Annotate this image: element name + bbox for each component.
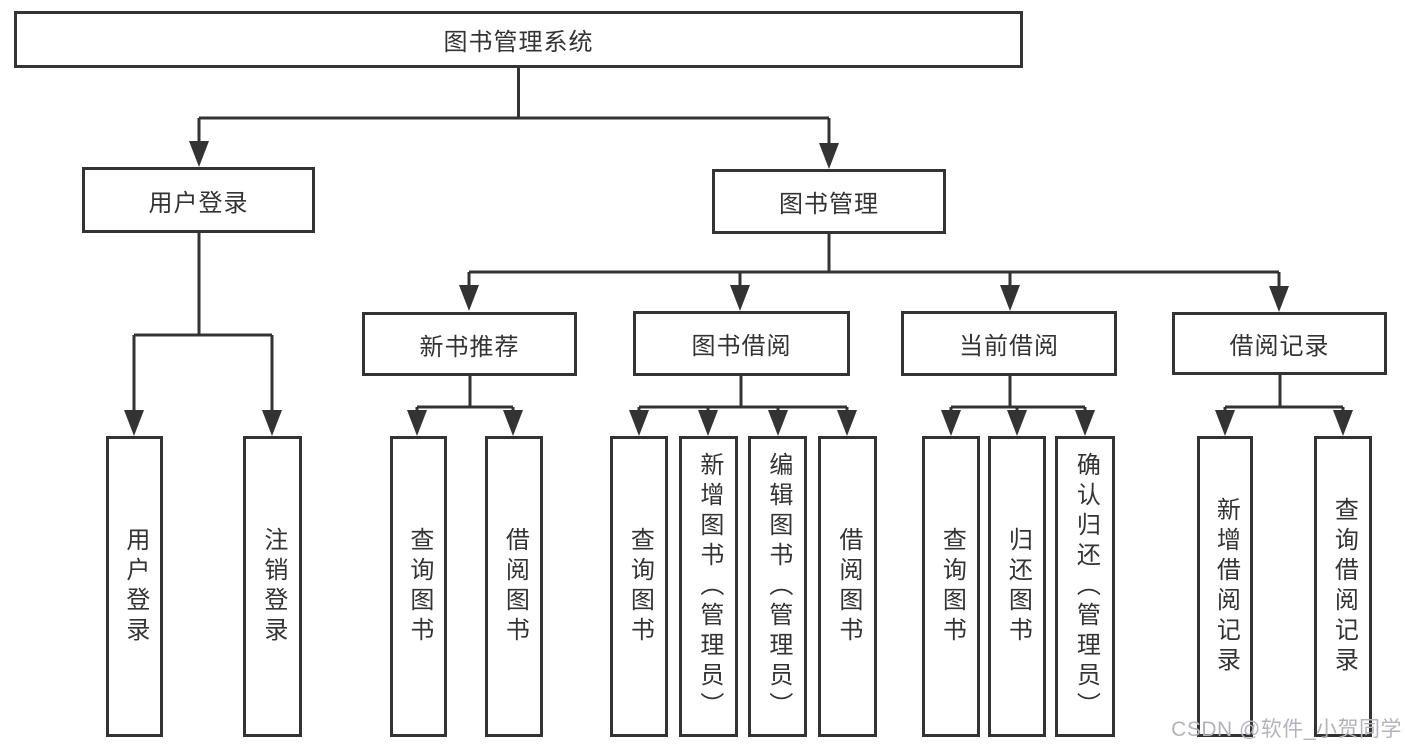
- node-label: 用户登录: [148, 189, 249, 217]
- arrowheads: [124, 141, 1353, 436]
- node-label: 借阅图书: [501, 526, 529, 647]
- node-label: 当前借阅: [959, 333, 1059, 360]
- leaf-query-borrow-record: 查询借阅记录: [1314, 436, 1372, 737]
- leaf-confirm-return-admin: 确认归还（管理员）: [1055, 436, 1115, 737]
- arrowhead: [189, 141, 209, 167]
- arrowhead: [459, 285, 479, 311]
- node-book-borrowing: 图书借阅: [633, 311, 850, 376]
- arrowhead: [837, 410, 857, 436]
- arrowhead: [698, 410, 718, 436]
- leaf-add-book-admin: 新增图书（管理员）: [679, 436, 738, 737]
- arrowhead: [1075, 410, 1095, 436]
- node-library-management-system: 图书管理系统: [14, 11, 1023, 68]
- node-label: 查询图书: [626, 526, 654, 647]
- arrowhead: [407, 410, 427, 436]
- node-label: 新增借阅记录: [1212, 496, 1240, 677]
- arrowhead: [819, 143, 839, 169]
- edge-bookborrow-to-leaves: [637, 376, 849, 418]
- node-label: 借阅记录: [1229, 333, 1330, 360]
- edge-userlogin-to-leaves: [132, 233, 274, 418]
- node-label: 确认归还（管理员）: [1072, 451, 1100, 722]
- leaf-query-books-3: 查询图书: [922, 436, 980, 737]
- arrowhead: [1000, 285, 1020, 311]
- leaf-user-login: 用户登录: [106, 436, 163, 737]
- node-label: 查询图书: [405, 526, 433, 647]
- node-book-management: 图书管理: [712, 169, 946, 234]
- arrowhead: [768, 410, 788, 436]
- tree-edges: [132, 68, 1345, 418]
- arrowhead: [1333, 410, 1353, 436]
- leaf-borrow-books-2: 借阅图书: [818, 436, 877, 737]
- node-label: 图书借阅: [691, 333, 792, 360]
- arrowhead: [503, 410, 523, 436]
- leaf-borrow-books-1: 借阅图书: [485, 436, 543, 737]
- edge-root-to-level2: [197, 68, 831, 152]
- leaf-logout: 注销登录: [243, 436, 302, 737]
- node-label: 图书管理: [779, 191, 879, 218]
- node-label: 注销登录: [259, 526, 287, 647]
- arrowhead: [262, 410, 282, 436]
- csdn-watermark: CSDN @软件_小贺同学: [1171, 718, 1402, 741]
- arrowhead: [629, 410, 649, 436]
- node-label: 用户登录: [121, 526, 149, 647]
- arrowhead: [1215, 410, 1235, 436]
- node-new-book-recommendation: 新书推荐: [362, 312, 577, 376]
- leaf-query-books-2: 查询图书: [610, 436, 668, 737]
- node-current-borrowing: 当前借阅: [901, 311, 1117, 376]
- node-label: 图书管理系统: [443, 29, 594, 56]
- node-label: 查询借阅记录: [1330, 496, 1358, 677]
- edge-bookmgmt-to-level3: [467, 234, 1281, 292]
- node-label: 新增图书（管理员）: [695, 451, 723, 722]
- leaf-return-book: 归还图书: [988, 436, 1046, 737]
- arrowhead: [941, 410, 961, 436]
- arrowhead: [1269, 286, 1289, 312]
- edge-newbookrec-to-leaves: [415, 376, 515, 418]
- arrowhead: [124, 410, 144, 436]
- node-label: 新书推荐: [419, 333, 520, 361]
- node-user-login: 用户登录: [82, 167, 315, 233]
- node-label: 编辑图书（管理员）: [764, 451, 792, 722]
- arrowhead: [730, 285, 750, 311]
- node-label: 借阅图书: [834, 526, 862, 647]
- leaf-add-borrow-record: 新增借阅记录: [1197, 436, 1253, 737]
- edge-borrowrecord-to-leaves: [1223, 375, 1345, 418]
- node-borrowing-records: 借阅记录: [1172, 312, 1387, 375]
- leaf-query-books-1: 查询图书: [390, 436, 447, 737]
- node-label: 查询图书: [938, 526, 966, 647]
- node-label: 归还图书: [1004, 526, 1032, 647]
- arrowhead: [1007, 410, 1027, 436]
- leaf-edit-book-admin: 编辑图书（管理员）: [748, 436, 807, 737]
